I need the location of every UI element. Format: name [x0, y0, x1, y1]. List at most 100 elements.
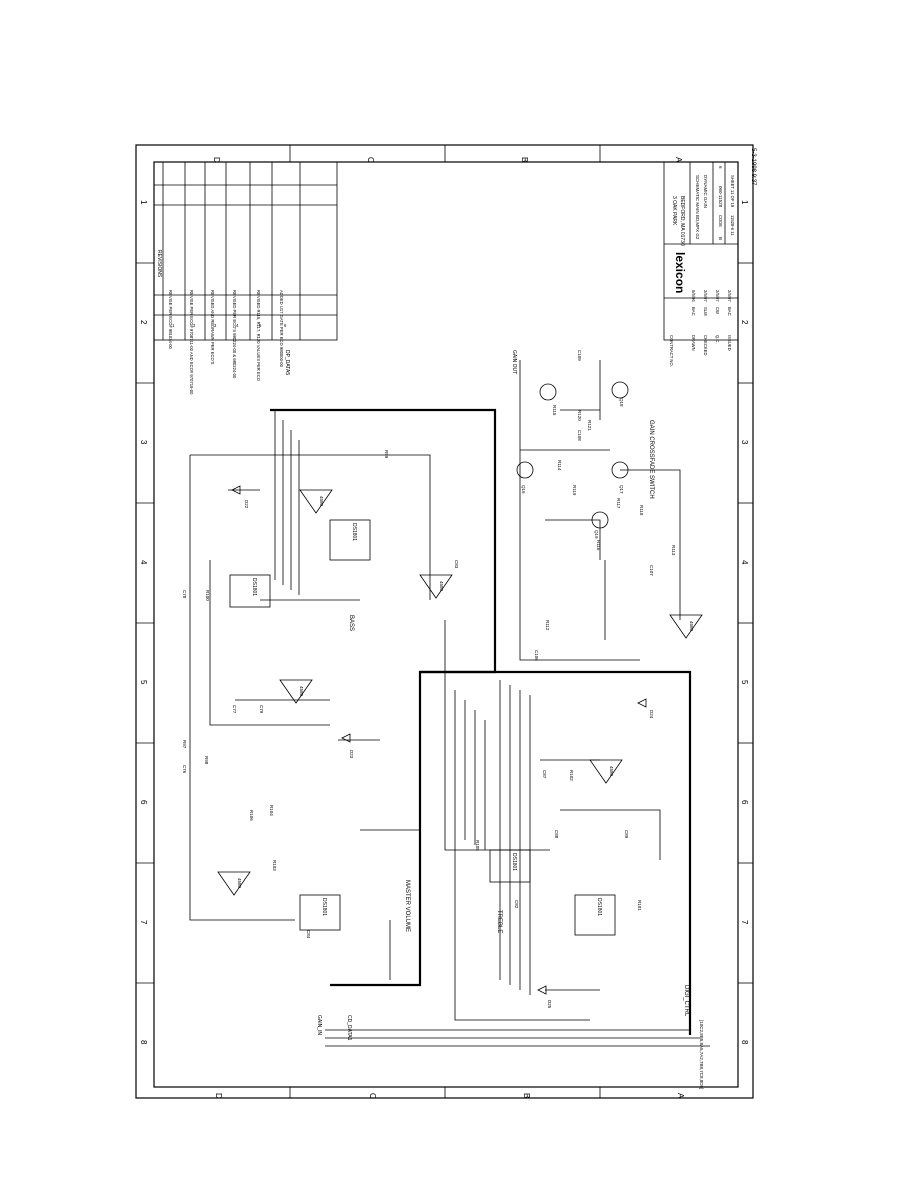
- approval-drawn-name: BAC: [691, 307, 696, 316]
- part-c76: C76: [182, 765, 187, 774]
- zone-col-label-5-right: 5: [740, 680, 749, 685]
- zone-dividers: [136, 145, 753, 1098]
- approval-qc-name: CW: [715, 307, 720, 314]
- contract-no: CONTRACT NO.: [669, 335, 674, 367]
- part-d25: D25: [547, 1000, 552, 1009]
- part-r116: R116: [596, 540, 601, 551]
- revisions-header: REVISIONS: [156, 250, 162, 278]
- drawing-size: B: [718, 237, 723, 240]
- part-c89: C89: [624, 830, 629, 839]
- opamp-u17: 4580: [589, 759, 623, 784]
- revision-row-3: REVISED AND REDRAWN PER ECO'S: [210, 290, 215, 365]
- date-stamp: 5-3-1998 9:37: [750, 148, 756, 186]
- part-r120: R120: [577, 410, 582, 421]
- code-label: CODE: [718, 215, 723, 227]
- zone-col-label-5: 5: [139, 680, 148, 685]
- opamp-u17-label: 4580: [609, 766, 614, 777]
- part-c109: C109: [577, 350, 582, 361]
- approval-checked-date: 2/5/97: [703, 290, 708, 302]
- part-r103: R103: [272, 860, 277, 871]
- zone-col-label-2-right: 2: [740, 320, 749, 325]
- treble-label: TREBLE: [496, 910, 502, 933]
- drawing-title-1: SCHEMATIC MAIN BD,MPX G2: [695, 175, 700, 240]
- revision-row-1: REVISE PER ECO# 981034-00: [168, 290, 173, 350]
- part-q17: Q17: [619, 485, 624, 494]
- part-c77: C77: [232, 705, 237, 714]
- approval-qc: Q.C.: [715, 335, 720, 344]
- chip-u12: DS1801: [229, 574, 271, 608]
- part-c87: C87: [542, 770, 547, 779]
- chip-u12b-label: DS1801: [351, 523, 357, 541]
- chip-u13: DS1801: [489, 849, 531, 883]
- chip-u12b: DS1801: [329, 519, 371, 561]
- part-c108: C108: [577, 430, 582, 441]
- cd-data-label: CD_DATA1: [346, 1015, 352, 1041]
- part-r118: R118: [639, 505, 644, 516]
- address-line-1: 3 OAK PARK: [671, 196, 677, 226]
- part-r102: R102: [569, 770, 574, 781]
- revision-row-6: ADDED U17 GATE PER ECO 980000-00: [279, 290, 284, 368]
- approval-issued-date: 2/5/97: [727, 290, 732, 302]
- part-q19: Q19: [594, 530, 599, 539]
- diodes: [231, 485, 647, 995]
- approval-qc-date: 2/5/97: [715, 290, 720, 302]
- wiring: [189, 360, 710, 1047]
- revision-row-2: REVISE PER ECO# 9708711-00 AND ECO# 9707…: [189, 290, 194, 395]
- opamp-u15-label: 4580: [237, 878, 242, 889]
- revision-num-1: 1: [172, 323, 175, 328]
- part-c88: C88: [554, 830, 559, 839]
- master-volume-label: MASTER VOLUME: [404, 880, 410, 932]
- opamp-u16b-label: 4580: [439, 581, 444, 592]
- bus-lines: [270, 408, 692, 1035]
- zone-col-label-1: 1: [139, 200, 148, 205]
- revision-num-4: 4: [236, 323, 239, 328]
- title-block: lexicon 3 OAK PARK BEDFORD, MA 01730 SCH…: [663, 161, 739, 367]
- zone-col-label-8: 8: [139, 1040, 148, 1045]
- part-c106: C106: [534, 650, 539, 661]
- part-c83: C83: [454, 560, 459, 569]
- part-r98: R98: [204, 756, 209, 765]
- zone-col-label-4: 4: [139, 560, 148, 565]
- zone-row-label-d: D: [212, 157, 221, 163]
- part-r100: R100: [205, 590, 210, 601]
- zone-row-label-b-bottom: B: [522, 1093, 531, 1098]
- part-c84: C84: [306, 930, 311, 939]
- part-r99: R99: [384, 450, 389, 459]
- chip-u13-label: DS1801: [511, 853, 517, 871]
- opamp-u15: 4580: [217, 871, 251, 896]
- chip-u14-label: DS1801: [321, 898, 327, 916]
- dp-data-label: DP_DATA5: [284, 350, 290, 375]
- part-c78: C78: [182, 590, 187, 599]
- zone-col-label-1-right: 1: [740, 200, 749, 205]
- zone-col-label-3-right: 3: [740, 440, 749, 445]
- opamp-u16: 4580: [279, 679, 313, 704]
- zone-col-label-7-right: 7: [740, 920, 749, 925]
- gain-out-label: GAIN OUT: [511, 350, 517, 374]
- opamp-u18-label: 4580: [319, 496, 324, 507]
- drawing-number: 060-11528: [718, 186, 723, 208]
- address-line-2: BEDFORD, MA 01730: [679, 196, 685, 246]
- part-r105: R105: [475, 840, 480, 851]
- opamp-u18: 4580: [299, 489, 333, 514]
- zone-col-label-6: 6: [139, 800, 148, 805]
- part-d24: D24: [649, 710, 654, 719]
- revision-num-2: 2: [193, 323, 196, 328]
- part-r119: R119: [572, 485, 577, 496]
- zone-row-label-a-bottom: A: [676, 1093, 685, 1099]
- zone-col-label-8-right: 8: [740, 1040, 749, 1045]
- zone-row-label-b: B: [520, 157, 529, 162]
- part-c107: C107: [649, 565, 654, 576]
- digi-ctrl-label: DIGI_CTRL: [683, 985, 689, 1017]
- zone-row-label-d-bottom: D: [214, 1093, 223, 1099]
- zone-row-label-a: A: [674, 157, 683, 163]
- zone-col-label-3: 3: [139, 440, 148, 445]
- revisions-table: REVISIONS REVISE PER ECO# 981034-00 REVI…: [153, 161, 338, 395]
- approval-drawn: DRAWN: [691, 335, 696, 351]
- zone-col-label-7: 7: [139, 920, 148, 925]
- drawing-title-2: DYNAMIC GAIN: [703, 175, 708, 208]
- chip-u13b-label: DS1801: [596, 898, 602, 916]
- revision-num-6: 6: [284, 323, 287, 328]
- opamp-u16b: 4580: [419, 574, 453, 599]
- part-r121: R121: [587, 420, 592, 431]
